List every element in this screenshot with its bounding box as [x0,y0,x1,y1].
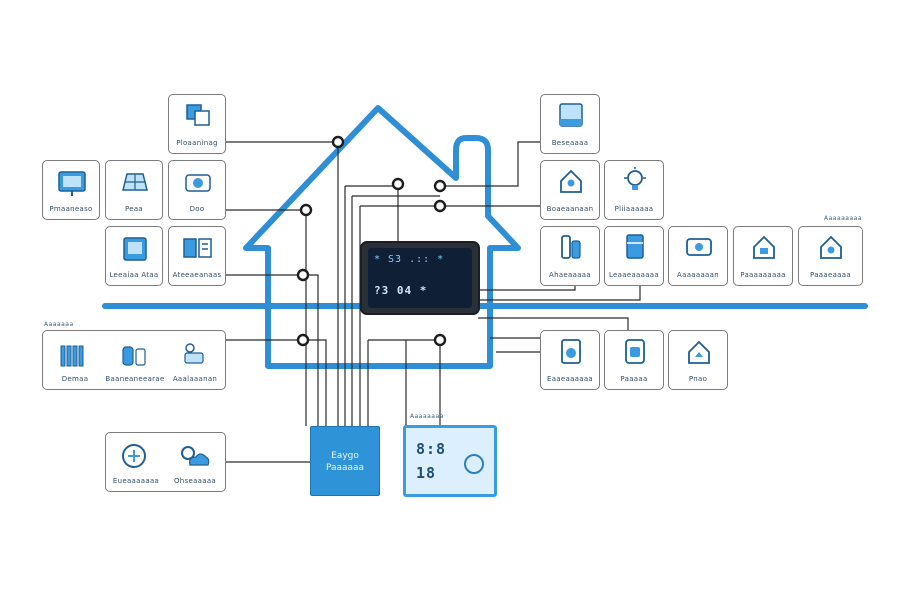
hub-line-1: Eaygo [331,451,359,461]
device-light[interactable]: Pliiaaaaaa [604,160,664,220]
fridge-icon [626,234,644,259]
device-label: Baaneaneearae [105,375,165,383]
home-display-row-2: ?3 04 * [374,284,428,297]
device-thermostat[interactable]: Aaaaaaaan [668,226,728,286]
home-hub-icon [688,340,710,364]
tablet-icon [123,237,147,261]
device-label: Ahaeaaaaa [549,271,591,279]
device-window[interactable]: Ploaaninag [168,94,226,154]
robot-icon [122,346,146,366]
cabinet-icon [561,235,581,259]
junction-dot [391,177,405,191]
oven-icon [625,339,645,364]
home-display-screen [368,248,472,308]
device-smart-home[interactable]: Boaeaanaan [540,160,600,220]
device-label: Demaa [61,375,89,383]
junction-dot [331,135,345,149]
device-label: Beseaaaa [551,139,589,147]
device-label: Ploaaninag [176,139,218,147]
tv-icon [58,171,86,196]
junction-dot [296,268,310,282]
device-label: Pmaaneaso [49,205,93,213]
radiator-icon [60,345,84,367]
junction-dot [296,333,310,347]
screen-icon [559,103,583,127]
water-heater-icon [184,343,204,364]
junction-dot [299,203,313,217]
camera-icon [185,174,211,192]
device-cabinet[interactable]: Ahaeaaaaa [540,226,600,286]
right-group-label: Aaaaaaaaa [824,215,863,222]
panel-row-1: 8:8 [416,440,447,458]
panel-tag-label: Aaaaaaaa [410,413,444,420]
junction-dot [433,179,447,193]
thermostat-icon [686,238,712,256]
control-panel[interactable]: 8:8 18 [403,425,497,497]
device-label: Ohseaaaaa [173,477,217,485]
solar-panel-icon [122,173,148,191]
device-label: Paaaeaaaa [810,271,851,279]
home-security-icon [753,235,775,259]
panel-dial-icon [464,454,484,474]
device-label: Doo [189,205,205,213]
device-label: Ateeaeanaas [172,271,222,279]
window-icon [186,104,210,126]
smart-home-icon [560,169,582,193]
device-tablet[interactable]: Leeaiaa Ataa [105,226,163,286]
junction-dot [433,199,447,213]
device-group-bottom[interactable]: Eueaaaaaaa Ohseaaaaa [105,432,226,492]
device-label: Leaaeaaaaaa [608,271,659,279]
device-label: Eueaaaaaaa [112,477,160,485]
washer-icon [561,339,581,364]
device-group-left[interactable]: Demaa Baaneaneearae Aaalaaanan [42,330,226,390]
junction-dot [433,333,447,347]
device-label: Peaa [124,205,144,213]
climate-icon [122,444,146,468]
device-oven[interactable]: Paaaaa [604,330,664,390]
house-outline [243,105,521,369]
home-display-row-1: * S3 .:: * [374,254,445,265]
lightbulb-icon [624,167,646,190]
meter-icon [183,238,212,258]
hub-line-2: Paaaaaa [325,463,365,473]
device-label: Leeaiaa Ataa [109,271,159,279]
device-home-hub[interactable]: Pnao [668,330,728,390]
device-tv[interactable]: Pmaaneaso [42,160,100,220]
device-label: Aaalaaanan [172,375,218,383]
device-home-alarm[interactable]: Paaaeaaaa [798,226,863,286]
device-label: Paaaaaaaaa [740,271,786,279]
device-label: Eaaeaaaaaa [546,375,594,383]
device-washer[interactable]: Eaaeaaaaaa [540,330,600,390]
device-camera[interactable]: Doo [168,160,226,220]
device-screen[interactable]: Beseaaaa [540,94,600,154]
panel-row-2: 18 [416,464,437,482]
device-solar[interactable]: Peaa [105,160,163,220]
home-alarm-icon [820,235,842,259]
device-home-security[interactable]: Paaaaaaaaa [733,226,793,286]
device-label: Pliiaaaaaa [614,205,654,213]
left-group-label: Aaaaaaa [44,321,74,328]
device-label: Aaaaaaaan [677,271,719,279]
device-label: Pnao [688,375,708,383]
control-hub[interactable]: Eaygo Paaaaaa [310,426,380,496]
device-fridge[interactable]: Leaaeaaaaaa [604,226,664,286]
device-label: Boaeaanaan [546,205,594,213]
weather-icon [181,446,210,466]
device-label: Paaaaa [620,375,648,383]
device-meter[interactable]: Ateeaeanaas [168,226,226,286]
